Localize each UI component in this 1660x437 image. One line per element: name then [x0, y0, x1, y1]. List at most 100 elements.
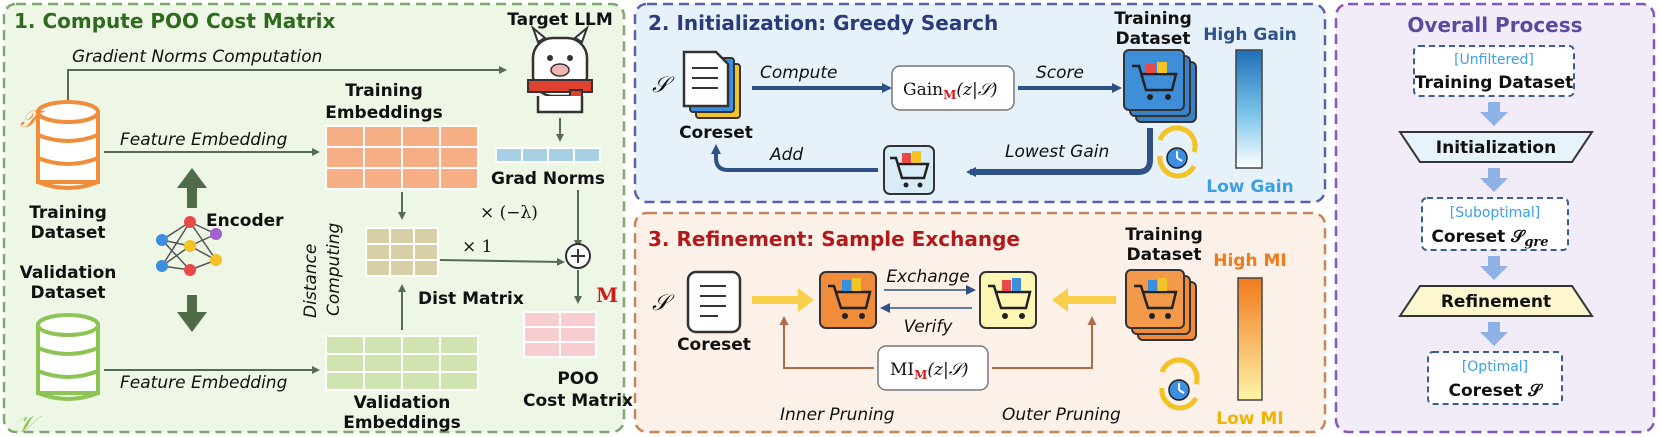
panel2-coreset-icon [682, 50, 741, 119]
encoder-network-icon [156, 216, 222, 276]
outer-cart-icon [979, 271, 1037, 329]
step1-tag: [Unfiltered] [1454, 52, 1534, 68]
low-gain-label: Low Gain [1206, 177, 1294, 197]
panel2-training-stack-icon [1123, 49, 1197, 123]
inner-cart-icon [819, 271, 877, 329]
exchange-left-arrow [752, 288, 814, 312]
poo-cost-matrix-grid [523, 311, 597, 358]
step3-box [1427, 351, 1563, 405]
dist-matrix-label: Dist Matrix [418, 289, 524, 309]
panel-overall-process: Overall Process [Unfiltered] Training Da… [1334, 2, 1656, 434]
mi-prefix: MI [890, 360, 914, 380]
validation-embeddings-label-1: Validation [354, 393, 451, 413]
lowest-gain-label: Lowest Gain [1005, 142, 1109, 162]
step2-tag: [Suboptimal] [1450, 205, 1541, 221]
flow-arrow-2 [1480, 168, 1508, 192]
training-embeddings-label-2: Embeddings [325, 103, 443, 123]
panel3-training-label-2: Dataset [1127, 245, 1202, 265]
panel2-selected-cart-icon [883, 145, 935, 195]
gain-prefix: Gain [903, 80, 943, 100]
panel3-title: 3. Refinement: Sample Exchange [648, 227, 1020, 251]
panel2-title: 2. Initialization: Greedy Search [648, 11, 998, 35]
gain-formula-box: GainM(z|𝒮) [891, 65, 1015, 111]
panel3-loop-icon [1159, 357, 1200, 411]
training-dataset-label-2: Dataset [31, 223, 106, 243]
panel-compute-poo: 1. Compute POO Cost Matrix Gradient Norm… [2, 2, 633, 437]
panel-sample-exchange: 3. Refinement: Sample Exchange 𝒮 Coreset… [633, 211, 1327, 434]
flow-arrow-4 [1480, 322, 1508, 346]
refinement-step [1398, 285, 1594, 317]
svg-text:MIM(z|𝒮): MIM(z|𝒮) [890, 360, 969, 382]
panel3-coreset-icon [686, 270, 742, 334]
grad-norms-bar [495, 147, 601, 163]
panel4-title: Overall Process [1407, 13, 1582, 37]
poo-label-1: POO [557, 369, 598, 389]
outer-pruning-label: Outer Pruning [1002, 405, 1121, 425]
poo-label-2: Cost Matrix [523, 391, 633, 411]
dist-matrix-grid [365, 227, 439, 277]
panel2-training-label-2: Dataset [1116, 29, 1191, 49]
refinement-label: Refinement [1441, 292, 1551, 312]
low-mi-label: Low MI [1216, 409, 1283, 429]
times-one-label: × 1 [462, 237, 492, 257]
step2-sub: gre [1524, 235, 1548, 250]
gain-gradient-bar [1235, 49, 1263, 169]
times-neg-lambda-label: × (−λ) [480, 203, 538, 223]
target-llm-label: Target LLM [507, 10, 613, 30]
inner-pruning-label: Inner Pruning [780, 405, 895, 425]
matrix-symbol: M [596, 283, 618, 307]
panel-greedy-search: 2. Initialization: Greedy Search 𝒮 Cores… [633, 2, 1327, 204]
training-database-icon [36, 100, 100, 190]
panel2-coreset-label: Coreset [679, 123, 753, 143]
high-gain-label: High Gain [1203, 25, 1297, 45]
step2-box [1421, 197, 1569, 251]
exchange-label: Exchange [886, 267, 969, 287]
add-label: Add [769, 145, 803, 165]
validation-dataset-label-2: Dataset [31, 283, 106, 303]
initialization-step [1398, 131, 1594, 163]
mi-sub: M [914, 368, 927, 382]
feature-embedding-bottom-label: Feature Embedding [120, 373, 288, 393]
feature-embedding-top-label: Feature Embedding [120, 130, 288, 150]
svg-text:GainM(z|𝒮): GainM(z|𝒮) [903, 80, 998, 102]
step3-label: Coreset 𝒮 [1449, 381, 1544, 401]
step3-tag: [Optimal] [1462, 359, 1528, 375]
flow-arrow-1 [1480, 102, 1508, 126]
encoder-down-arrow [177, 295, 207, 332]
panel1-title: 1. Compute POO Cost Matrix [14, 9, 336, 33]
distance-label: Distance [301, 244, 321, 318]
step1-box [1413, 45, 1575, 97]
exchange-right-arrow [1052, 288, 1116, 312]
compute-label: Compute [760, 63, 838, 83]
training-dataset-label-1: Training [29, 203, 107, 223]
training-embeddings-grid [325, 125, 479, 190]
validation-embeddings-grid [325, 335, 479, 391]
training-embeddings-label-1: Training [345, 81, 423, 101]
panel3-training-stack-icon [1125, 269, 1197, 341]
encoder-label: Encoder [206, 211, 284, 231]
mi-args: (z|𝒮) [927, 360, 968, 380]
validation-embeddings-label-2: Embeddings [343, 413, 461, 433]
panel3-training-label-1: Training [1125, 225, 1203, 245]
gradient-norms-computation-label: Gradient Norms Computation [72, 47, 322, 67]
gain-args: (z|𝒮) [956, 80, 997, 100]
validation-database-icon [36, 313, 100, 401]
validation-dataset-label-1: Validation [20, 263, 117, 283]
gain-sub: M [943, 88, 956, 102]
flow-arrow-3 [1480, 256, 1508, 280]
encoder-up-arrow [177, 168, 207, 208]
panel2-loop-icon [1157, 125, 1198, 179]
grad-norms-label: Grad Norms [491, 169, 605, 189]
mi-formula-box: MIM(z|𝒮) [877, 345, 989, 391]
panel3-coreset-label: Coreset [677, 335, 751, 355]
step1-label: Training Dataset [1415, 73, 1574, 93]
step2-label: Coreset 𝒮 [1431, 227, 1526, 247]
llama-icon [527, 24, 593, 114]
high-mi-label: High MI [1213, 251, 1287, 271]
initialization-label: Initialization [1436, 138, 1556, 158]
mi-gradient-bar [1237, 277, 1263, 401]
computing-label: Computing [324, 222, 344, 316]
svg-text:Coreset 𝒮gre: Coreset 𝒮gre [1431, 227, 1548, 250]
panel2-training-label-1: Training [1114, 9, 1192, 29]
